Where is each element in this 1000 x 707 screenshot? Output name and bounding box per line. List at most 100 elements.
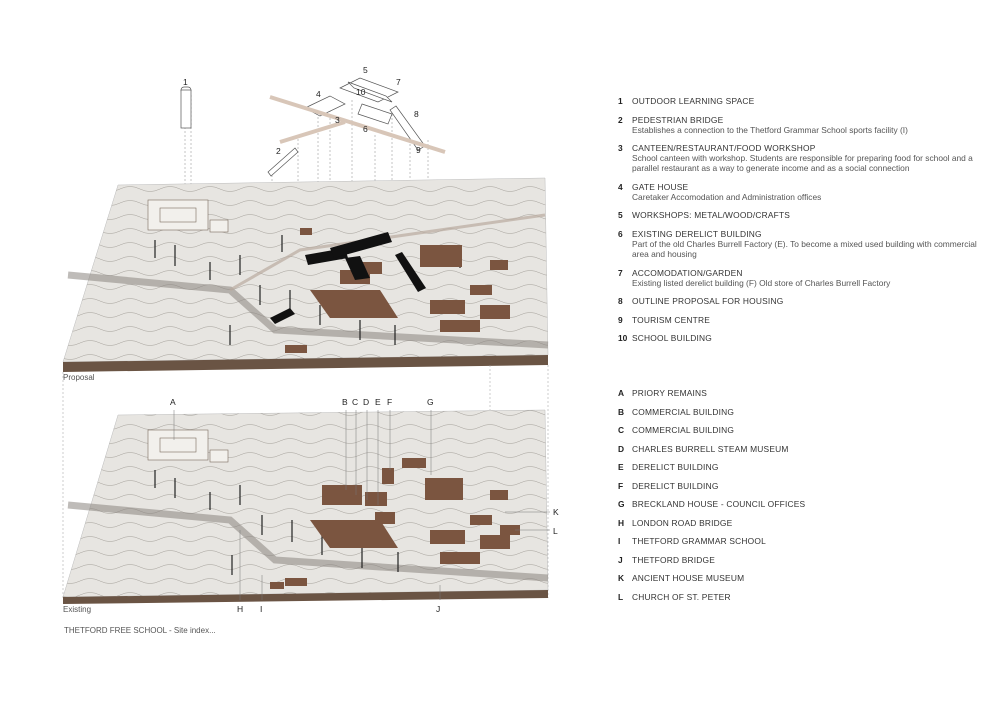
legend-item-body: ANCIENT HOUSE MUSEUM xyxy=(632,573,978,583)
legend-item-title: PEDESTRIAN BRIDGE xyxy=(632,114,724,125)
marker-L: L xyxy=(553,526,558,536)
legend-item-title: ACCOMODATION/GARDEN xyxy=(632,267,743,278)
legend-item: I THETFORD GRAMMAR SCHOOL xyxy=(618,536,978,546)
marker-J: J xyxy=(436,604,440,614)
legend-item-body: CHURCH OF ST. PETER xyxy=(632,592,978,602)
marker-1: 1 xyxy=(183,77,188,87)
priory-remains-existing xyxy=(147,429,229,463)
marker-B: B xyxy=(342,397,348,407)
element-8-housing xyxy=(389,105,426,151)
legend-item-body: OUTLINE PROPOSAL FOR HOUSING xyxy=(632,296,978,306)
legend-item-title: DERELICT BUILDING xyxy=(632,480,719,491)
legend-item: 1 OUTDOOR LEARNING SPACE xyxy=(618,96,978,106)
legend-item-body: BRECKLAND HOUSE - COUNCIL OFFICES xyxy=(632,499,978,509)
legend-item-body: COMMERCIAL BUILDING xyxy=(632,425,978,435)
legend-item-key: G xyxy=(618,499,625,509)
legend-item-key: K xyxy=(618,573,625,583)
legend-item-body: DERELICT BUILDING xyxy=(632,481,978,491)
legend-item-title: THETFORD BRIDGE xyxy=(632,554,716,565)
legend-item-body: WORKSHOPS: METAL/WOOD/CRAFTS xyxy=(632,210,978,220)
marker-H: H xyxy=(237,604,243,614)
legend-item-title: COMMERCIAL BUILDING xyxy=(632,406,735,417)
legend-item-body: DERELICT BUILDING xyxy=(632,462,978,472)
legend-item: G BRECKLAND HOUSE - COUNCIL OFFICES xyxy=(618,499,978,509)
legend-item-title: OUTDOOR LEARNING SPACE xyxy=(632,96,755,106)
legend-item-title: EXISTING DERELICT BUILDING xyxy=(632,228,762,239)
legend-item-body: THETFORD GRAMMAR SCHOOL xyxy=(632,536,978,546)
marker-C: C xyxy=(352,397,358,407)
marker-7: 7 xyxy=(396,77,401,87)
legend-item-body: TOURISM CENTRE xyxy=(632,315,978,325)
legend-item-title: GATE HOUSE xyxy=(632,181,689,192)
legend-item: H LONDON ROAD BRIDGE xyxy=(618,518,978,528)
proposal-volumes xyxy=(270,232,426,324)
priory-remains-proposal xyxy=(147,199,229,233)
legend-item-key: 10 xyxy=(618,333,628,344)
legend-item-title: THETFORD GRAMMAR SCHOOL xyxy=(632,536,766,546)
legend-item-body: CHARLES BURRELL STEAM MUSEUM xyxy=(632,444,978,454)
marker-5: 5 xyxy=(363,65,368,75)
existing-label: Existing xyxy=(63,605,91,614)
legend-item-body: COMMERCIAL BUILDING xyxy=(632,407,978,417)
marker-K: K xyxy=(553,507,559,517)
legend-item-key: J xyxy=(618,554,623,565)
legend-item-description: Part of the old Charles Burrell Factory … xyxy=(632,238,977,259)
legend-item: F DERELICT BUILDING xyxy=(618,481,978,491)
marker-6: 6 xyxy=(363,124,368,134)
marker-3: 3 xyxy=(335,115,340,125)
exploded-number-labels: 1 2 3 4 5 6 7 8 9 10 xyxy=(183,65,421,156)
legend-item-key: 7 xyxy=(618,267,623,278)
legend-item-title: COMMERCIAL BUILDING xyxy=(632,425,735,435)
legend-item-key: 9 xyxy=(618,314,623,325)
legend-item-title: OUTLINE PROPOSAL FOR HOUSING xyxy=(632,296,784,307)
marker-9: 9 xyxy=(416,145,421,155)
legend-item-key: B xyxy=(618,406,625,417)
marker-I: I xyxy=(260,604,262,614)
legend-item: B COMMERCIAL BUILDING xyxy=(618,407,978,417)
element-1-column xyxy=(180,89,192,129)
legend-item-key: 2 xyxy=(618,114,623,125)
legend-item-key: 1 xyxy=(618,96,623,106)
legend-item-title: CHURCH OF ST. PETER xyxy=(632,591,731,602)
legend-item: E DERELICT BUILDING xyxy=(618,462,978,472)
legend-item-key: I xyxy=(618,536,621,546)
letter-leader-lines xyxy=(173,410,550,600)
legend-item-body: THETFORD BRIDGE xyxy=(632,555,978,565)
marker-4: 4 xyxy=(316,89,321,99)
legend-item-key: H xyxy=(618,517,625,528)
legend-item: A PRIORY REMAINS xyxy=(618,388,978,398)
legend-item-body: SCHOOL BUILDING xyxy=(632,333,978,343)
legend-item: K ANCIENT HOUSE MUSEUM xyxy=(618,573,978,583)
legend-item-key: F xyxy=(618,480,624,491)
legend-item-description: Caretaker Accomodation and Administratio… xyxy=(632,191,822,202)
legend-item-title: PRIORY REMAINS xyxy=(632,388,708,398)
marker-F: F xyxy=(387,397,392,407)
legend-item-description: Establishes a connection to the Thetford… xyxy=(632,124,908,135)
legend-item-key: A xyxy=(618,388,625,398)
legend-item-title: SCHOOL BUILDING xyxy=(632,333,712,344)
pedestrian-route xyxy=(269,95,446,154)
proposal-legend: 1 OUTDOOR LEARNING SPACE 2 PEDESTRIAN BRIDG… xyxy=(618,96,978,352)
marker-A: A xyxy=(170,397,176,407)
legend-item-key: E xyxy=(618,462,624,472)
element-2-bridge xyxy=(267,147,299,177)
legend-item-body: PRIORY REMAINS xyxy=(632,388,978,398)
legend-item-body: LONDON ROAD BRIDGE xyxy=(632,518,978,528)
guide-lines xyxy=(62,365,549,600)
